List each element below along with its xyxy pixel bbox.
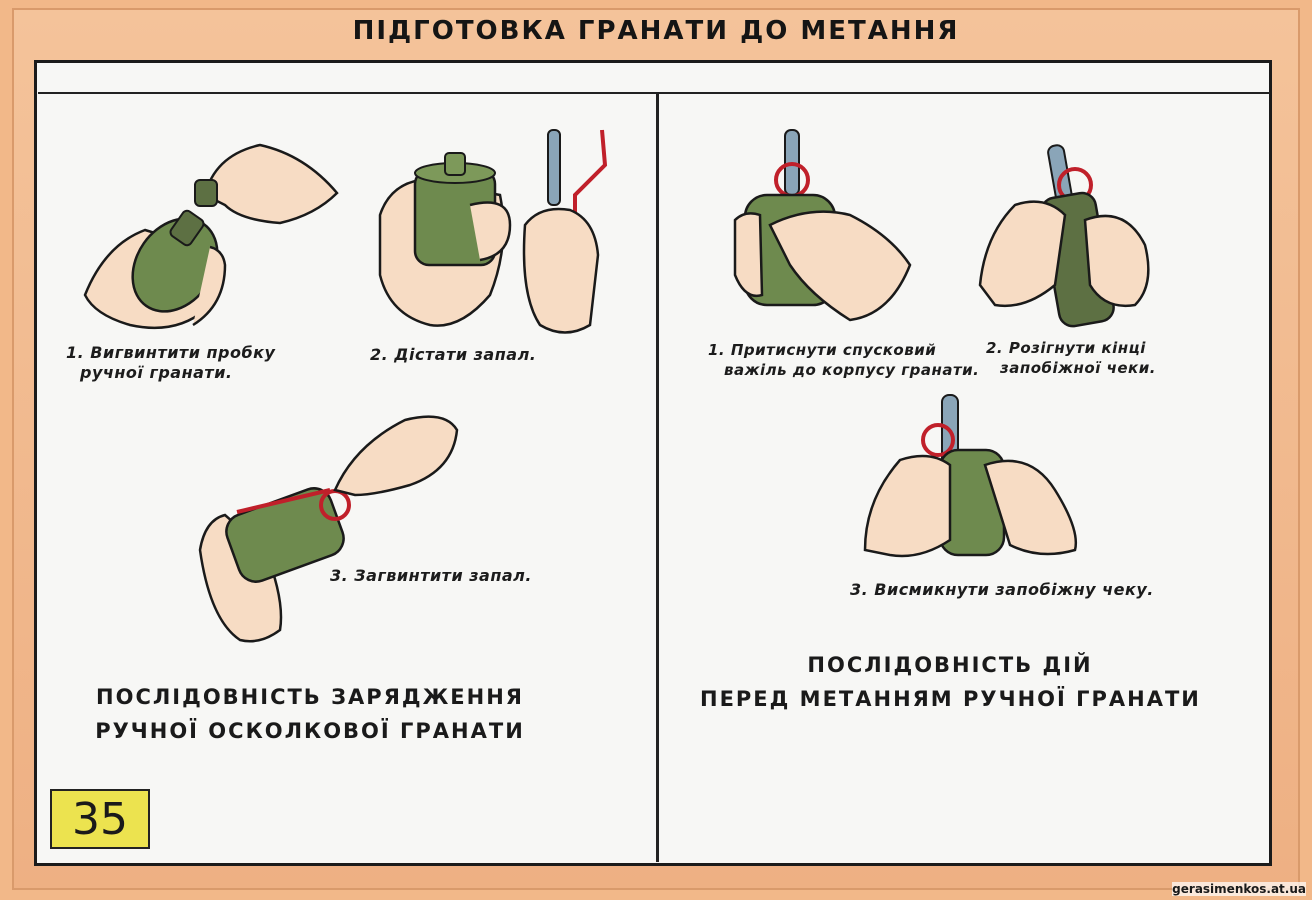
step-2-caption-left: 2. Дістати запал. — [370, 345, 537, 364]
poster-title: ПІДГОТОВКА ГРАНАТИ ДО МЕТАННЯ — [352, 16, 960, 46]
step-1-caption-right: 1. Притиснути спусковий важіль до корпус… — [708, 340, 979, 380]
step-1-line-1-right: 1. Притиснути спусковий — [708, 341, 937, 359]
left-heading-line-1: ПОСЛІДОВНІСТЬ ЗАРЯДЖЕННЯ — [96, 685, 524, 709]
step-3-caption-left: 3. Загвинтити запал. — [330, 566, 532, 585]
screw-fuse-illustration — [198, 415, 459, 643]
sheet-top-rule — [38, 92, 1270, 94]
press-lever-illustration — [733, 129, 912, 322]
step-1-line-2: ручної гранати. — [80, 363, 233, 382]
right-heading-line-2: ПЕРЕД МЕТАННЯМ РУЧНОЇ ГРАНАТИ — [700, 687, 1201, 711]
unscrew-plug-illustration — [83, 143, 339, 330]
step-2-line-1-right: 2. Розігнути кінці — [986, 339, 1146, 357]
remove-fuse-illustration — [378, 129, 608, 334]
left-heading-line-2: РУЧНОЇ ОСКОЛКОВОЇ ГРАНАТИ — [95, 719, 525, 743]
watermark: gerasimenkos.at.ua — [1172, 882, 1306, 896]
page-number-badge: 35 — [50, 789, 150, 849]
page-number: 35 — [72, 794, 128, 845]
step-1-line-2-right: важіль до корпусу гранати. — [724, 361, 980, 379]
step-2-line-2-right: запобіжної чеки. — [1000, 359, 1156, 377]
right-panel-heading: ПОСЛІДОВНІСТЬ ДІЙ ПЕРЕД МЕТАННЯМ РУЧНОЇ … — [700, 648, 1200, 716]
bend-pin-illustration — [978, 144, 1150, 328]
step-2-caption-right: 2. Розігнути кінці запобіжної чеки. — [986, 338, 1156, 378]
step-1-caption-left: 1. Вигвинтити пробку ручної гранати. — [66, 343, 275, 383]
panel-divider — [656, 94, 659, 862]
left-panel-heading: ПОСЛІДОВНІСТЬ ЗАРЯДЖЕННЯ РУЧНОЇ ОСКОЛКОВ… — [80, 680, 540, 748]
step-1-line-1: 1. Вигвинтити пробку — [66, 343, 276, 362]
pull-pin-illustration — [863, 394, 1077, 558]
step-3-caption-right: 3. Висмикнути запобіжну чеку. — [850, 580, 1154, 599]
right-heading-line-1: ПОСЛІДОВНІСТЬ ДІЙ — [807, 653, 1093, 677]
